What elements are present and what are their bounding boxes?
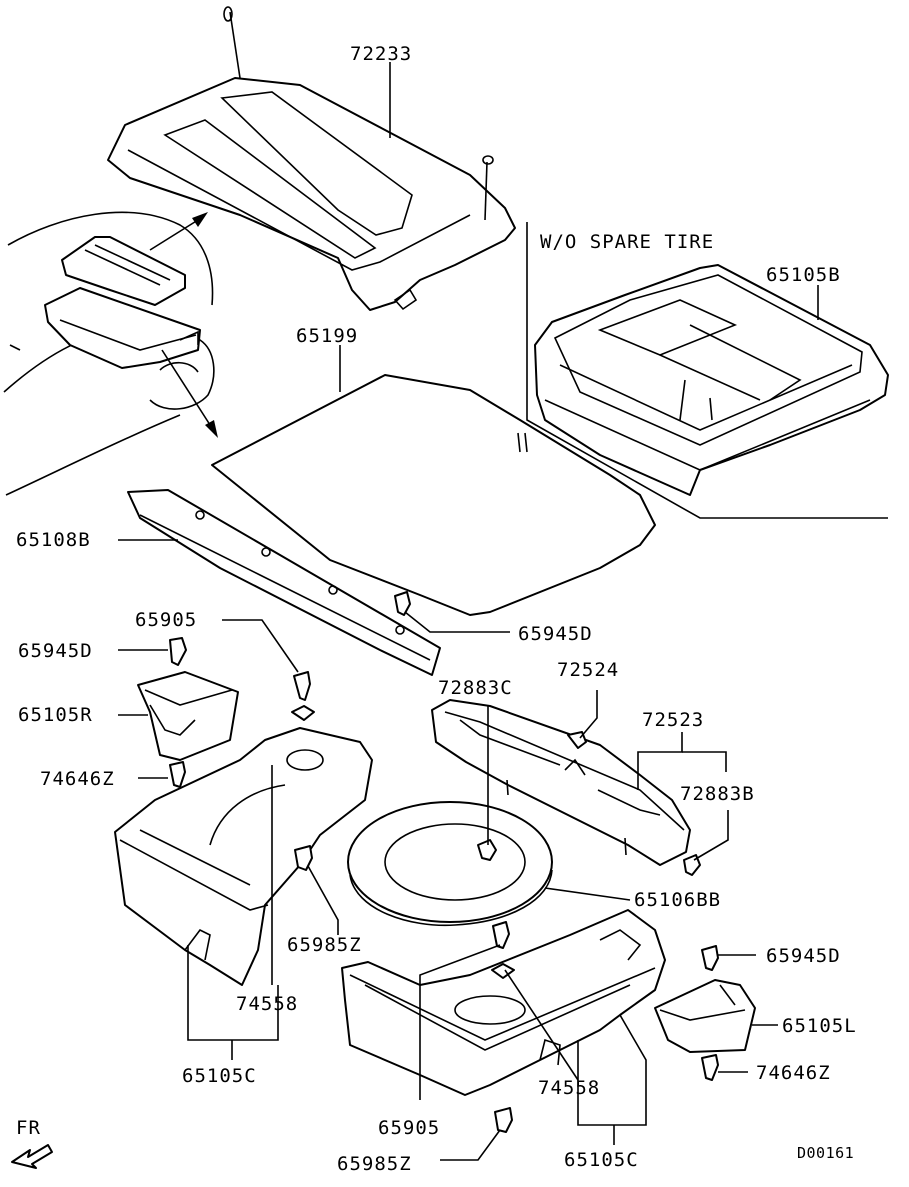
label-65945D-left: 65945D bbox=[18, 640, 93, 662]
screw-65905-bottom bbox=[491, 921, 515, 979]
section-note: W/O SPARE TIRE bbox=[540, 231, 714, 253]
label-72233: 72233 bbox=[350, 43, 412, 65]
label-65106BB: 65106BB bbox=[634, 889, 721, 911]
front-direction-arrow bbox=[11, 1144, 53, 1169]
rivet-74646Z-right bbox=[701, 1054, 748, 1081]
part-65105R-box bbox=[137, 671, 239, 761]
bracket-72523 bbox=[637, 732, 727, 790]
label-65105R: 65105R bbox=[18, 704, 93, 726]
label-65105B: 65105B bbox=[766, 264, 841, 286]
section-border bbox=[526, 222, 888, 519]
upper-leaders bbox=[118, 62, 819, 716]
part-65106BB-tire bbox=[347, 801, 631, 927]
label-72883B: 72883B bbox=[680, 783, 755, 805]
rivet-74646Z-left bbox=[138, 761, 186, 788]
label-72523: 72523 bbox=[642, 709, 704, 731]
part-65105C-right-tray bbox=[341, 909, 666, 1096]
label-74558-right: 74558 bbox=[538, 1077, 600, 1099]
label-65905-left: 65905 bbox=[135, 609, 197, 631]
label-65985Z-middle: 65985Z bbox=[287, 934, 362, 956]
label-72883C: 72883C bbox=[438, 677, 513, 699]
clip-65945D-right bbox=[701, 945, 756, 971]
label-65105C-left: 65105C bbox=[182, 1065, 257, 1087]
label-74558-left: 74558 bbox=[236, 993, 298, 1015]
clip-65945D-center bbox=[394, 591, 510, 633]
label-74646Z-left: 74646Z bbox=[40, 768, 115, 790]
direction-label: FR bbox=[16, 1117, 41, 1139]
clip-65945D-left bbox=[118, 637, 187, 666]
label-65105C-right: 65105C bbox=[564, 1149, 639, 1171]
part-65199-mat bbox=[211, 374, 656, 616]
label-74646Z-right: 74646Z bbox=[756, 1062, 831, 1084]
side-trim-pieces bbox=[44, 212, 218, 438]
label-65108B: 65108B bbox=[16, 529, 91, 551]
clip-65985Z-bottom bbox=[440, 1107, 513, 1161]
part-65105C-left-tray bbox=[114, 727, 373, 986]
figure-code: D00161 bbox=[797, 1144, 854, 1162]
clip-72524 bbox=[567, 690, 598, 749]
label-72524: 72524 bbox=[557, 659, 619, 681]
part-72523-trim bbox=[431, 699, 691, 866]
part-labels: 72233 W/O SPARE TIRE 65105B 65199 65108B… bbox=[16, 43, 857, 1175]
label-65199: 65199 bbox=[296, 325, 358, 347]
part-72233-cover bbox=[107, 6, 516, 311]
screw-65905-left bbox=[222, 619, 315, 721]
label-65945D-right: 65945D bbox=[766, 945, 841, 967]
part-65108B-rail bbox=[127, 489, 441, 676]
clip-65985Z-middle bbox=[294, 845, 339, 935]
lower-leaders bbox=[187, 765, 647, 1145]
part-65105B-tray bbox=[534, 264, 889, 496]
label-65105L: 65105L bbox=[782, 1015, 857, 1037]
label-65905-bottom: 65905 bbox=[378, 1117, 440, 1139]
clip-72883C bbox=[477, 705, 497, 861]
label-65945D-center: 65945D bbox=[518, 623, 593, 645]
clip-72883B bbox=[683, 810, 729, 876]
part-65105L-box bbox=[654, 979, 778, 1053]
label-65985Z-bottom: 65985Z bbox=[337, 1153, 412, 1175]
